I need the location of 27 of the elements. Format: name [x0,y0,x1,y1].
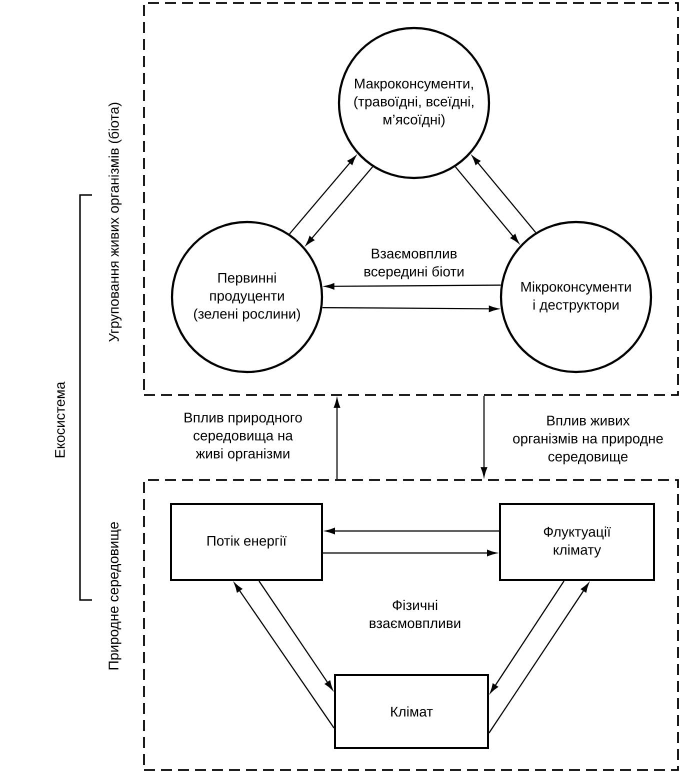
circle-node: Макроконсументи, (травоїдні, всеїдні, м’ясоїдні) [338,26,490,180]
arrow [454,166,519,244]
arrow [334,398,340,480]
arrow [490,580,564,693]
arrow [289,156,356,234]
text-label: Фізичні взаємовпливи [370,600,460,628]
group-heading: Угруповання живих організмів (біота) [108,102,122,342]
text-label: Екосистема [55,382,65,458]
circle-node: Первинні продуценти (зелені рослини) [170,220,324,374]
arrow [480,396,488,477]
arrow [326,528,499,534]
arrow [488,583,589,734]
text-label: Взаємовплив всередині біоти [364,248,464,280]
circle-node: Мікроконсументи і деструктори [500,220,652,374]
arrow [234,583,334,728]
arrow [258,580,333,690]
edge-label: Вплив живих організмів на природне середовище [510,414,666,466]
arrow [324,283,501,290]
group-heading: Природне середовище [108,522,122,670]
arrow [323,550,496,556]
arrow [322,306,498,312]
arrow [306,166,374,246]
edge-label: Вплив природного середовища на живі організми [180,412,306,462]
process-box: Потік енергії [170,503,323,581]
process-box: Флуктуації клімату [499,503,655,581]
process-box: Клімат [334,674,489,749]
arrow [472,156,536,233]
